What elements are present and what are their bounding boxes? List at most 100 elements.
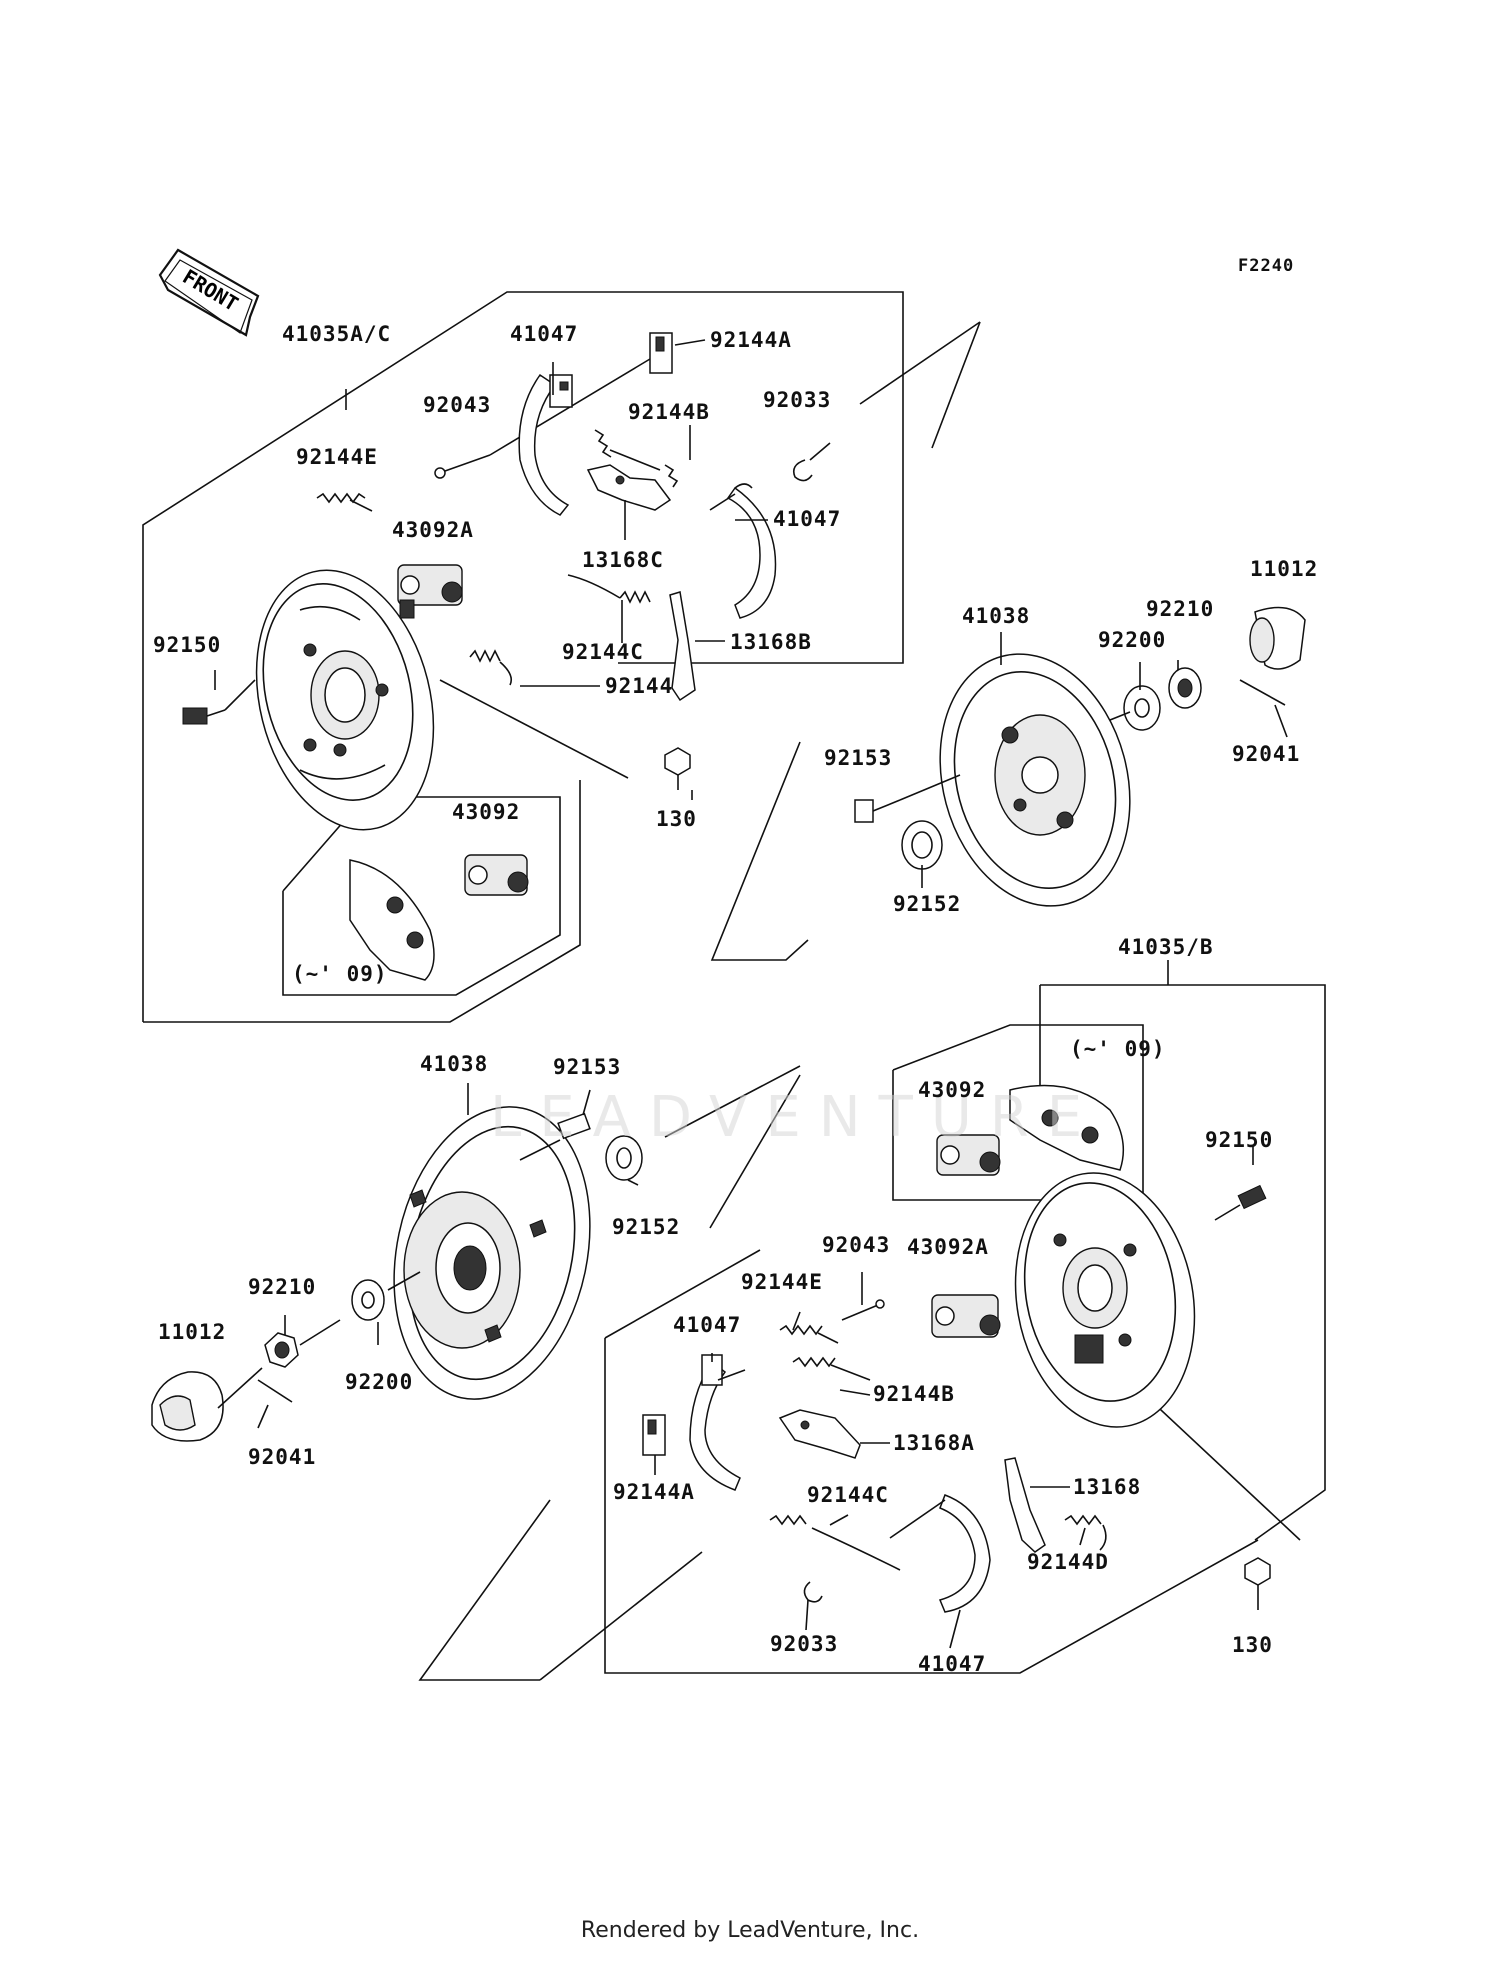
part-label: 43092 — [918, 1078, 987, 1102]
wheel-cylinder-43092-upper — [464, 854, 529, 896]
part-label: 92152 — [612, 1215, 681, 1239]
figure-code: F2240 — [1238, 256, 1295, 276]
part-label: 92043 — [423, 393, 492, 417]
footer-credit: Rendered by LeadVenture, Inc. — [580, 1918, 920, 1943]
upper-right-lines — [710, 711, 1131, 961]
wheel-cylinder-43092a-lower — [931, 1294, 1001, 1338]
brake-shoe-41047-upper-right — [709, 483, 777, 619]
variant-plate-lower — [1009, 1084, 1125, 1171]
lever-13168-lower — [1004, 1457, 1046, 1553]
part-label: 92041 — [248, 1445, 317, 1469]
clip-92144a-lower — [642, 1414, 666, 1456]
part-label: 11012 — [1250, 557, 1319, 581]
part-label: 41047 — [773, 507, 842, 531]
variant-plate-upper — [349, 859, 435, 981]
wheel-cylinder-43092a-upper — [397, 564, 463, 619]
part-label: 92144A — [710, 328, 792, 352]
brake-shoe-41047-upper-left — [518, 373, 573, 516]
part-label: 92210 — [1146, 597, 1215, 621]
part-label: 43092A — [907, 1235, 989, 1259]
brake-shoe-41047-lower-right — [889, 1494, 991, 1613]
upper-assembly-outline — [142, 291, 981, 1023]
part-label: 92150 — [153, 633, 222, 657]
part-label: 92152 — [893, 892, 962, 916]
cotter-pin-92041-lower — [257, 1379, 293, 1403]
bolt-92153-upper — [854, 774, 961, 823]
lower-backing-plate — [1014, 1172, 1196, 1428]
washer-92152-upper — [901, 820, 943, 870]
spring-92144-upper — [469, 649, 513, 686]
part-label: 130 — [656, 807, 697, 831]
part-label: 41038 — [420, 1052, 489, 1076]
part-label: 41047 — [918, 1652, 987, 1676]
nut-92210-upper — [1168, 667, 1202, 709]
circlip-92033-lower — [803, 1581, 823, 1603]
hub-cap-11012-lower — [151, 1371, 224, 1442]
leader-lines — [214, 339, 1288, 1649]
lower-drum-lines — [217, 1271, 421, 1409]
part-label: 13168C — [582, 548, 664, 572]
spring-92144e-lower — [779, 1324, 839, 1344]
part-label: 92033 — [763, 388, 832, 412]
lever-13168b-upper — [669, 591, 696, 702]
part-label: 41047 — [510, 322, 579, 346]
variant-note-upper: (~' 09) — [292, 962, 388, 986]
lever-13168c-upper — [586, 464, 672, 511]
lower-variant-box — [892, 1024, 1144, 1201]
watermark: LEADVENTURE — [490, 1085, 1101, 1150]
spring-92144b-upper — [594, 429, 679, 488]
spring-92144e-upper — [316, 492, 373, 512]
part-label: 13168 — [1073, 1475, 1142, 1499]
nut-92210-lower — [264, 1332, 299, 1368]
bolt-92150-lower — [1214, 1184, 1267, 1221]
part-label: 92144B — [873, 1382, 955, 1406]
circlip-92033-upper — [792, 459, 813, 482]
spring-92144c-lower — [769, 1514, 901, 1571]
part-label: 43092 — [452, 800, 521, 824]
part-label: 41047 — [673, 1313, 742, 1337]
lever-13168a-lower — [778, 1409, 861, 1459]
part-label: 92200 — [345, 1370, 414, 1394]
part-label: 92144C — [562, 640, 644, 664]
washer-92152-lower — [605, 1135, 643, 1181]
assembly-label-lower: 41035/B — [1118, 935, 1214, 959]
wheel-cylinder-43092-lower — [936, 1134, 1001, 1176]
part-label: 92144E — [741, 1270, 823, 1294]
assembly-label-upper: 41035A/C — [282, 322, 392, 346]
cotter-pin-92041-upper — [1239, 679, 1286, 706]
part-label: 92144A — [613, 1480, 695, 1504]
part-label: 92043 — [822, 1233, 891, 1257]
part-label: 92153 — [553, 1055, 622, 1079]
spring-92144b-lower — [792, 1356, 871, 1381]
washer-92200-lower — [351, 1279, 385, 1321]
bolt-92153-lower — [519, 1112, 591, 1161]
part-label: 130 — [1232, 1633, 1273, 1657]
part-label: 41038 — [962, 604, 1031, 628]
part-label: 92144C — [807, 1483, 889, 1507]
part-label: 92033 — [770, 1632, 839, 1656]
bolt-92150-upper — [182, 679, 256, 725]
part-label: 92144E — [296, 445, 378, 469]
part-label: 92210 — [248, 1275, 317, 1299]
part-label: 92144B — [628, 400, 710, 424]
part-label: 43092A — [392, 518, 474, 542]
part-label: 13168B — [730, 630, 812, 654]
part-label: 92200 — [1098, 628, 1167, 652]
brake-drum-41038-lower — [393, 1106, 591, 1400]
bolt-130-upper — [664, 747, 691, 790]
part-label: 13168A — [893, 1431, 975, 1455]
upper-backing-plate — [255, 569, 435, 831]
clip-92144a-upper — [649, 332, 673, 374]
spring-92144d-lower — [1064, 1514, 1107, 1551]
part-label: 92153 — [824, 746, 893, 770]
variant-note-lower: (~' 09) — [1070, 1037, 1166, 1061]
part-label: 92150 — [1205, 1128, 1274, 1152]
hub-cap-11012-upper — [1249, 606, 1306, 670]
bolt-130-lower — [1244, 1557, 1271, 1610]
part-label: 11012 — [158, 1320, 227, 1344]
brake-drum-41038-upper — [939, 653, 1131, 907]
pin-92043-lower — [841, 1299, 885, 1321]
brake-shoe-41047-lower-left — [689, 1354, 746, 1491]
part-label: 92144D — [1027, 1550, 1109, 1574]
